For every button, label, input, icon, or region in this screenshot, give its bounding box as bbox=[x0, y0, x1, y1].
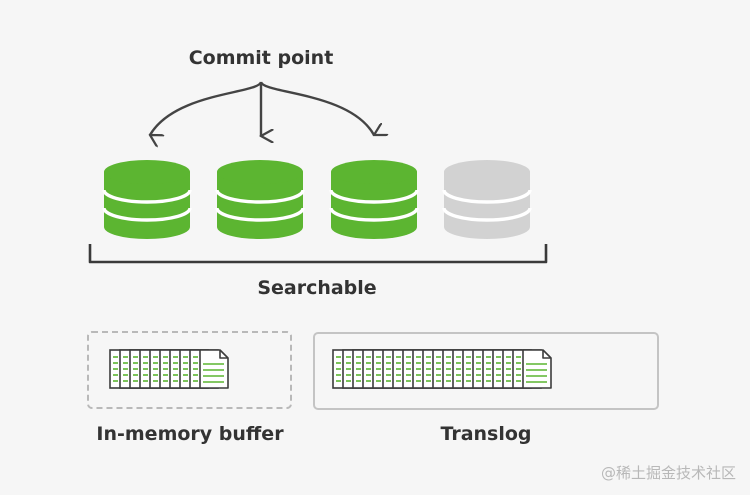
segment-3 bbox=[329, 160, 419, 239]
segment-2 bbox=[215, 160, 305, 239]
document-icon bbox=[199, 349, 229, 389]
segment-1 bbox=[102, 160, 192, 239]
commit-point-label: Commit point bbox=[189, 47, 334, 69]
searchable-label: Searchable bbox=[257, 277, 376, 299]
segment-separator bbox=[442, 189, 532, 204]
translog-documents bbox=[332, 349, 552, 389]
in-memory-buffer-label: In-memory buffer bbox=[96, 423, 284, 445]
segment-group bbox=[102, 160, 532, 239]
segment-body bbox=[104, 172, 190, 239]
commit-arrows bbox=[150, 81, 374, 136]
in-memory-buffer-documents bbox=[109, 349, 229, 389]
segment-top bbox=[444, 160, 530, 184]
segment-separator bbox=[329, 207, 419, 222]
segment-4 bbox=[442, 160, 532, 239]
segment-separator bbox=[102, 189, 192, 204]
segment-separator bbox=[215, 189, 305, 204]
translog-label: Translog bbox=[440, 423, 531, 445]
segment-separator bbox=[102, 207, 192, 222]
segment-separator bbox=[329, 189, 419, 204]
segment-top bbox=[104, 160, 190, 184]
segment-top bbox=[217, 160, 303, 184]
commit-arrow-right bbox=[259, 81, 374, 135]
segment-separator bbox=[442, 207, 532, 222]
watermark: @稀土掘金技术社区 bbox=[601, 464, 736, 482]
segment-body bbox=[331, 172, 417, 239]
commit-arrow-left bbox=[150, 81, 263, 135]
segment-separator bbox=[215, 207, 305, 222]
document-icon bbox=[522, 349, 552, 389]
searchable-bracket bbox=[88, 244, 548, 264]
segment-top bbox=[331, 160, 417, 184]
segment-body bbox=[217, 172, 303, 239]
segment-body bbox=[444, 172, 530, 239]
